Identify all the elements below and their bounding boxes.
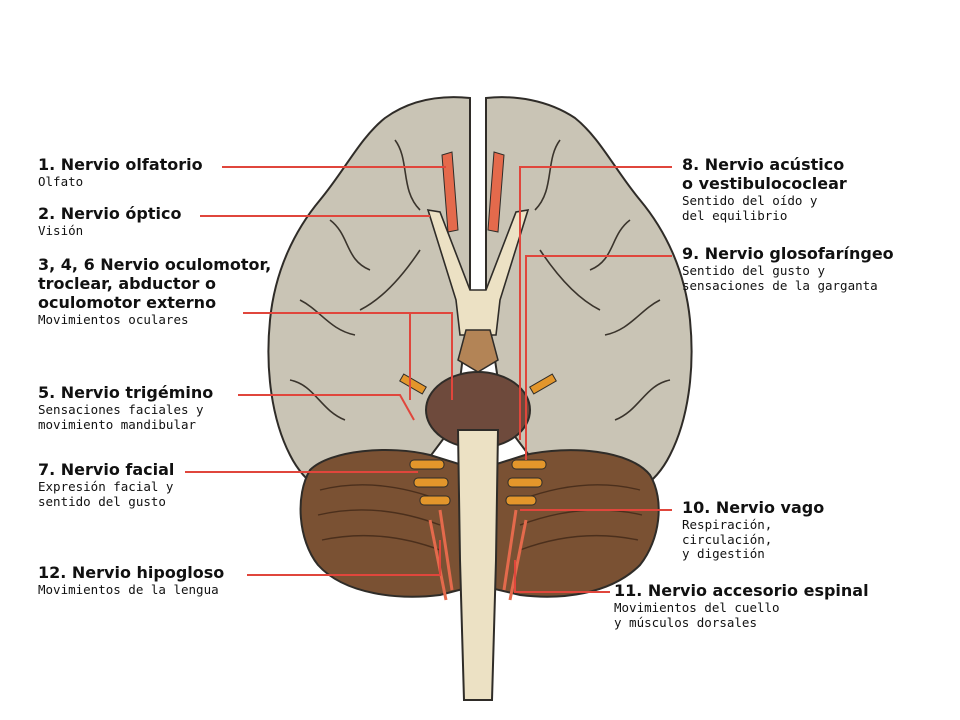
label-title: 8. Nervio acústico bbox=[682, 155, 845, 174]
olfactory-bulb-left bbox=[441, 151, 459, 233]
label-title: 9. Nervio glosofaríngeo bbox=[682, 244, 894, 263]
label-desc: sentido del gusto bbox=[38, 493, 166, 509]
label-desc: Sensaciones faciales y bbox=[38, 401, 204, 417]
label-desc: movimiento mandibular bbox=[38, 416, 197, 432]
label-hypoglossal-nerve: 12. Nervio hipogloso Movimientos de la l… bbox=[38, 563, 225, 598]
label-olfactory-nerve: 1. Nervio olfatorio Olfato bbox=[38, 155, 203, 190]
label-accessory-nerve: 11. Nervio accesorio espinal Movimientos… bbox=[614, 581, 869, 630]
label-desc: sensaciones de la garganta bbox=[682, 277, 878, 293]
label-title: o vestibulococlear bbox=[682, 173, 847, 193]
label-desc: y digestión bbox=[682, 546, 765, 562]
optic-chiasm bbox=[426, 208, 530, 336]
label-desc: Sentido del oído y bbox=[682, 192, 818, 208]
label-title: 10. Nervio vago bbox=[682, 498, 825, 517]
label-acoustic-nerve: 8. Nervio acústico o vestibulococlear Se… bbox=[682, 155, 847, 223]
label-desc: Movimientos oculares bbox=[38, 311, 189, 327]
label-desc: Visión bbox=[38, 222, 84, 238]
right-hemisphere bbox=[485, 96, 693, 502]
label-trigeminal-nerve: 5. Nervio trigémino Sensaciones faciales… bbox=[38, 383, 214, 432]
nerve-fibers bbox=[428, 509, 528, 601]
label-desc: y músculos dorsales bbox=[614, 614, 757, 630]
brainstem bbox=[456, 429, 500, 701]
label-title: troclear, abductor o bbox=[38, 273, 217, 293]
label-oculomotor-nerves: 3, 4, 6 Nervio oculomotor, troclear, abd… bbox=[38, 255, 272, 327]
label-desc: circulación, bbox=[682, 531, 773, 547]
label-title: 1. Nervio olfatorio bbox=[38, 155, 203, 174]
left-hemisphere bbox=[267, 96, 471, 502]
label-desc: Sentido del gusto y bbox=[682, 262, 825, 278]
label-vagus-nerve: 10. Nervio vago Respiración, circulación… bbox=[682, 498, 825, 562]
label-glossopharyngeal-nerve: 9. Nervio glosofaríngeo Sentido del gust… bbox=[682, 244, 894, 293]
label-facial-nerve: 7. Nervio facial Expresión facial y sent… bbox=[38, 460, 175, 509]
label-desc: Expresión facial y bbox=[38, 478, 174, 494]
nerve-roots bbox=[399, 373, 557, 506]
label-title: 12. Nervio hipogloso bbox=[38, 563, 225, 582]
label-desc: del equilibrio bbox=[682, 207, 788, 223]
label-title: 7. Nervio facial bbox=[38, 460, 175, 479]
label-title: 3, 4, 6 Nervio oculomotor, bbox=[38, 255, 272, 274]
label-title: 5. Nervio trigémino bbox=[38, 383, 214, 402]
leader-lines bbox=[185, 166, 672, 593]
label-desc: Olfato bbox=[38, 173, 84, 189]
brain-folds bbox=[289, 139, 671, 421]
label-desc: Movimientos de la lengua bbox=[38, 581, 219, 597]
label-title: oculomotor externo bbox=[38, 292, 217, 312]
label-title: 2. Nervio óptico bbox=[38, 204, 182, 223]
olfactory-bulb-right bbox=[487, 151, 505, 233]
label-desc: Movimientos del cuello bbox=[614, 599, 780, 615]
label-desc: Respiración, bbox=[682, 516, 773, 532]
pituitary bbox=[457, 329, 499, 373]
label-title: 11. Nervio accesorio espinal bbox=[614, 581, 869, 600]
label-optic-nerve: 2. Nervio óptico Visión bbox=[38, 204, 182, 239]
